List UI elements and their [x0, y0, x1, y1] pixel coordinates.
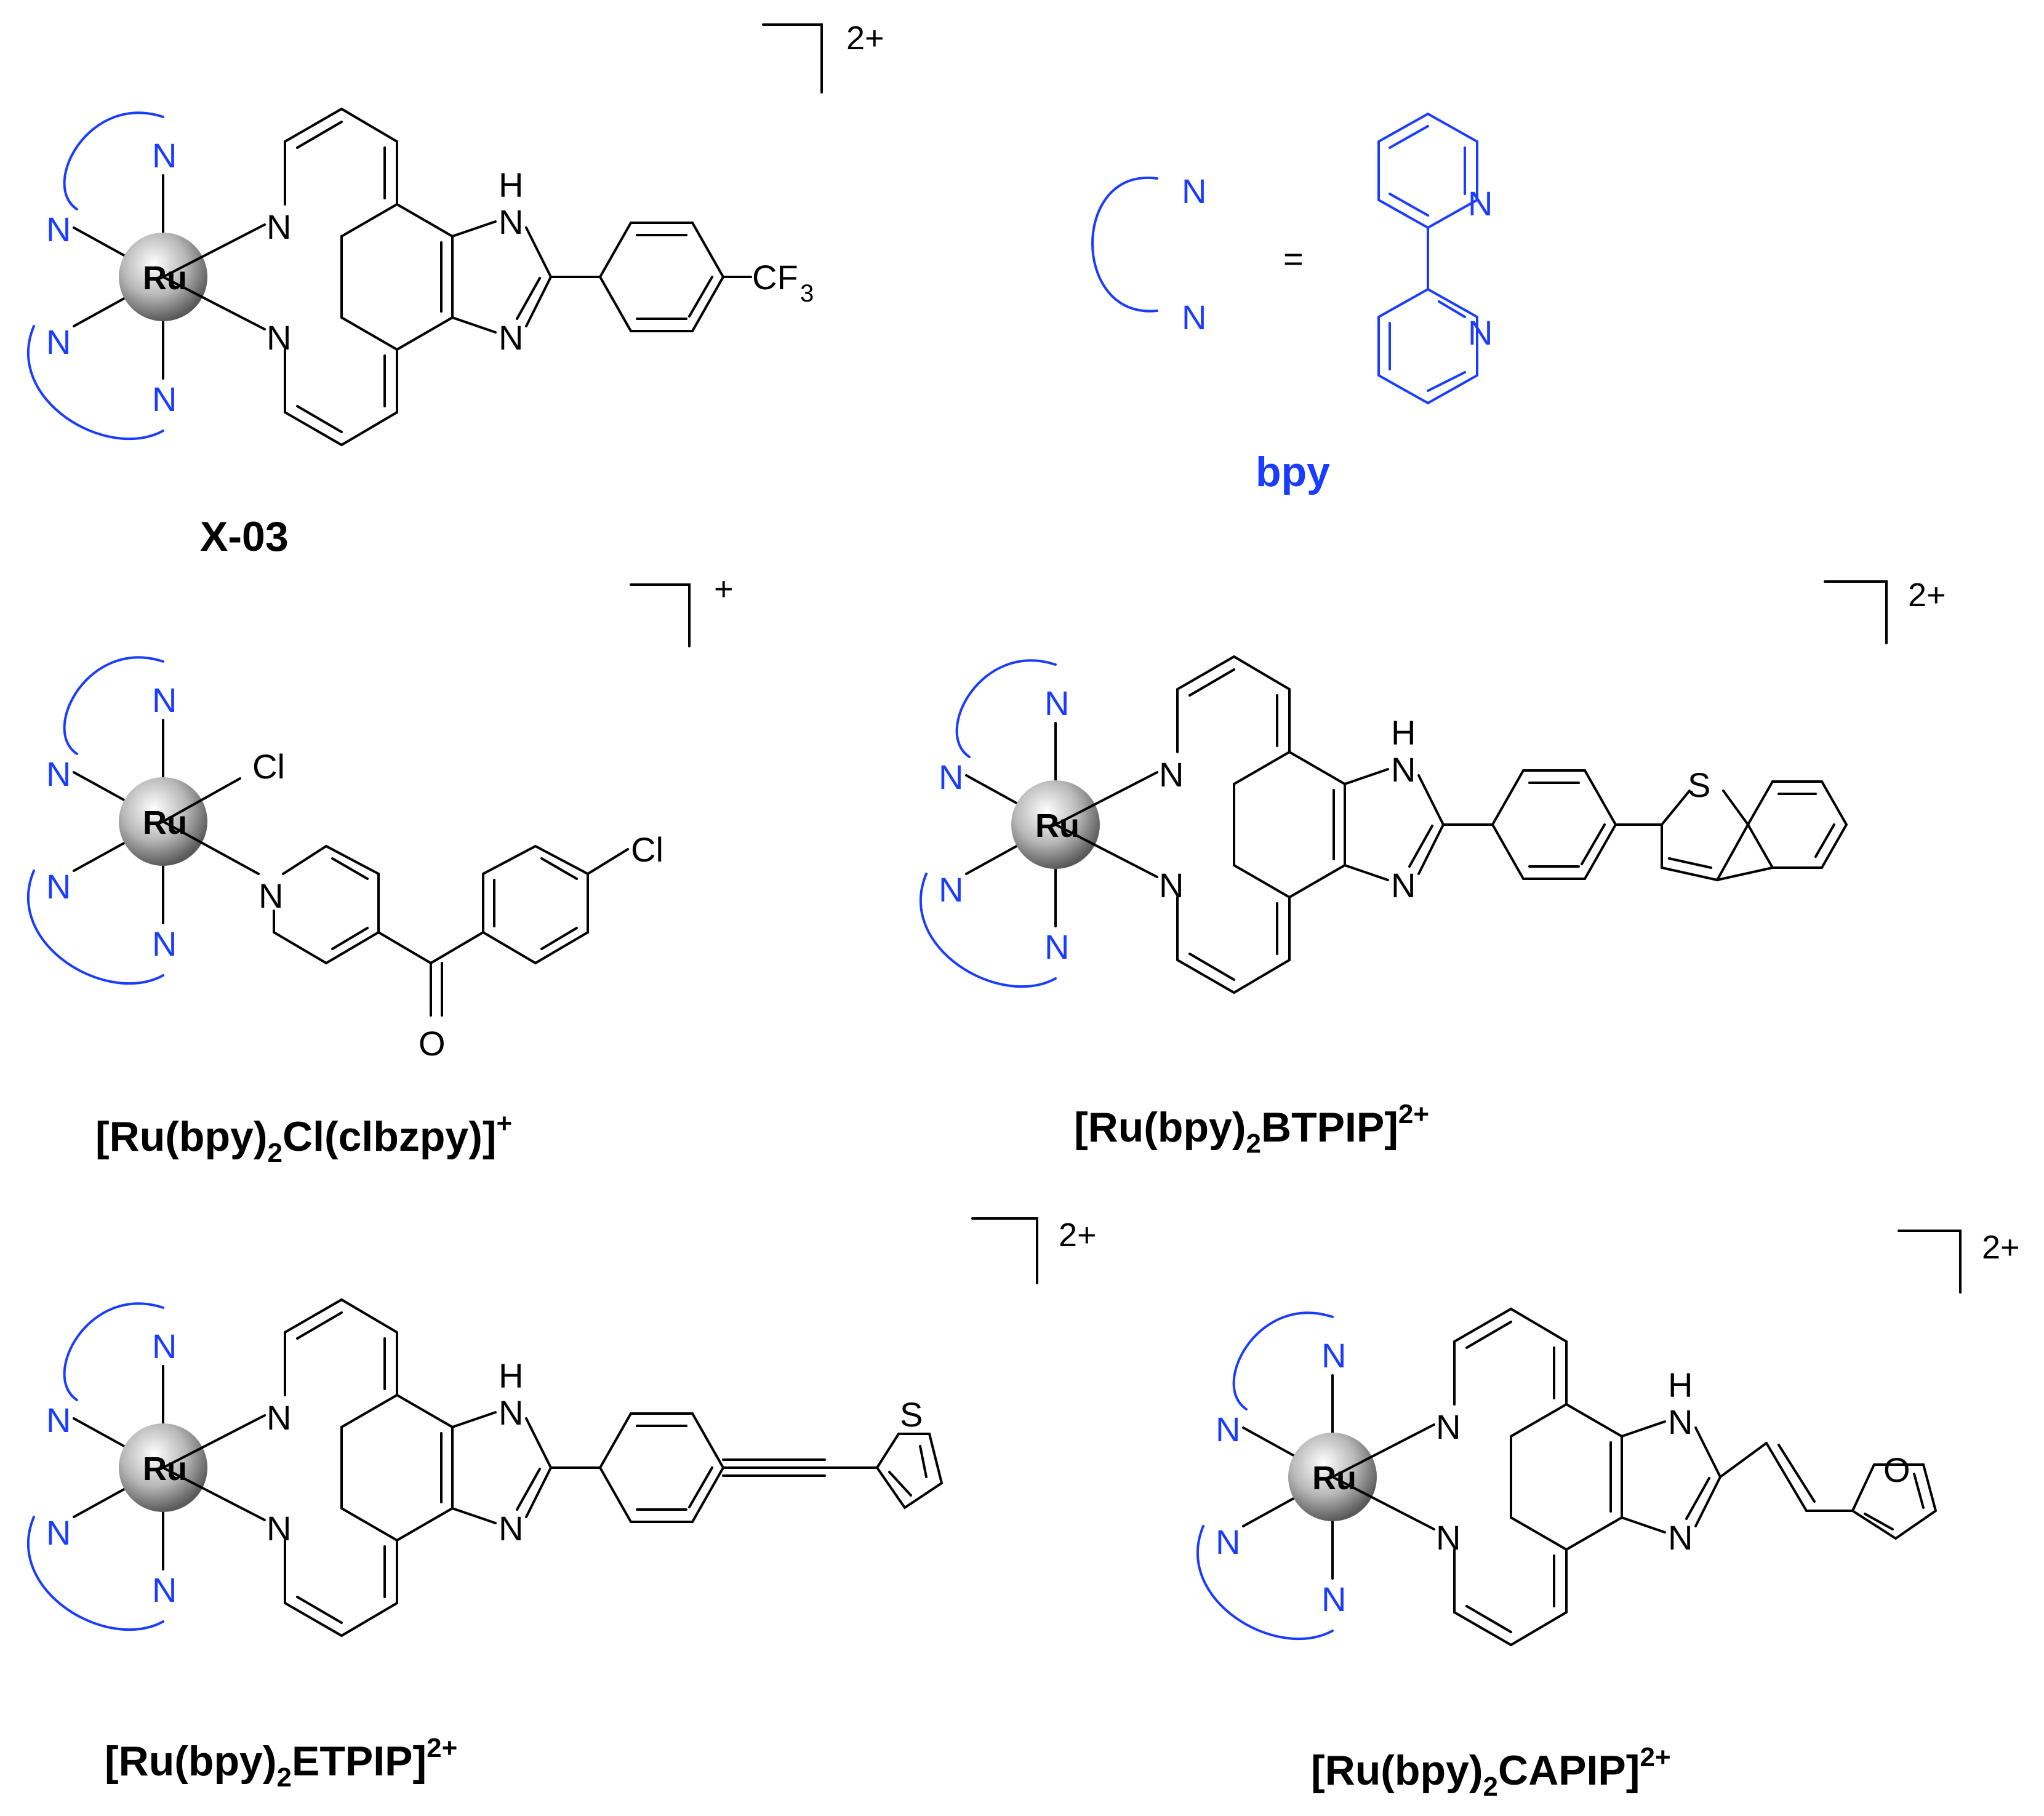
pyridine-n: N [259, 876, 283, 915]
thiophene-s: S [900, 1395, 923, 1434]
label-clbzpy: [Ru(bpy)2Cl(clbzpy)]+ [95, 1108, 512, 1168]
label-etpip: [Ru(bpy)2ETPIP]2+ [105, 1733, 457, 1793]
cf3-subscript: 3 [800, 280, 814, 307]
bpy-structure: N N [1377, 112, 1493, 405]
label-x03: X-03 [200, 513, 289, 560]
charge-btpip: 2+ [1908, 577, 1946, 614]
svg-text:N: N [1182, 172, 1206, 210]
molecule-capip: Ru O 2+ [Ru(bpy)2CAPIP]2+ [1196, 1229, 2020, 1802]
molecule-btpip: Ru S 2+ [Ru(bpy)2BTPIP]2+ [919, 577, 1946, 1159]
thiophene-s: S [1688, 766, 1710, 804]
equals-sign: = [1283, 239, 1304, 278]
label-capip: [Ru(bpy)2CAPIP]2+ [1311, 1742, 1671, 1802]
svg-text:N: N [1182, 298, 1206, 337]
molecule-x03: Ru CF 3 2+ X-03 [26, 20, 884, 560]
molecule-clbzpy: Ru Cl N O Cl + [Ru(bpy)2Cl(clbzpy)]+ [26, 570, 734, 1168]
svg-text:N: N [1468, 313, 1493, 352]
charge-x03: 2+ [846, 20, 884, 57]
furan-o: O [1883, 1450, 1910, 1489]
charge-etpip: 2+ [1059, 1217, 1097, 1254]
molecule-etpip: Ru S 2+ [Ru(bpy)2ETPIP]2+ [26, 1217, 1097, 1793]
cl-substituent: Cl [631, 830, 663, 869]
cf3-label: CF [752, 258, 798, 297]
cl-ligand: Cl [252, 747, 285, 786]
charge-capip: 2+ [1982, 1229, 2020, 1266]
label-btpip: [Ru(bpy)2BTPIP]2+ [1074, 1099, 1429, 1159]
svg-text:N: N [1468, 184, 1493, 223]
carbonyl-o: O [419, 1024, 446, 1063]
charge-clbzpy: + [714, 570, 734, 607]
bpy-legend: N N = N N bpy [1091, 112, 1493, 495]
label-bpy: bpy [1256, 449, 1330, 495]
